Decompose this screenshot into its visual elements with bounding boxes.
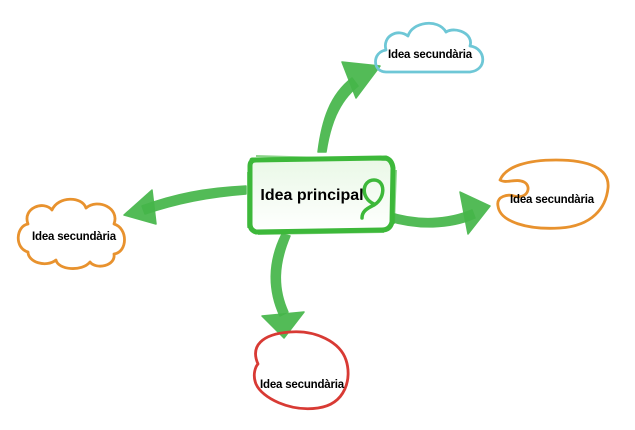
secondary-idea-label-left: Idea secundària bbox=[32, 231, 116, 243]
top-cloud-shape bbox=[374, 22, 485, 74]
arrow-to-top bbox=[317, 61, 381, 153]
right-blob-shape bbox=[496, 158, 610, 230]
arrow-to-right bbox=[385, 191, 491, 235]
bottom-blob-shape bbox=[252, 330, 350, 411]
secondary-idea-label-right: Idea secundària bbox=[510, 194, 594, 206]
arrow-to-left bbox=[123, 185, 247, 225]
central-idea-box bbox=[247, 155, 397, 235]
central-idea-label: Idea principal bbox=[260, 187, 364, 204]
secondary-idea-label-top: Idea secundària bbox=[388, 49, 472, 61]
secondary-idea-label-bottom: Idea secundària bbox=[260, 379, 344, 391]
arrow-to-bottom bbox=[261, 233, 305, 339]
left-cloud-shape bbox=[16, 197, 126, 270]
